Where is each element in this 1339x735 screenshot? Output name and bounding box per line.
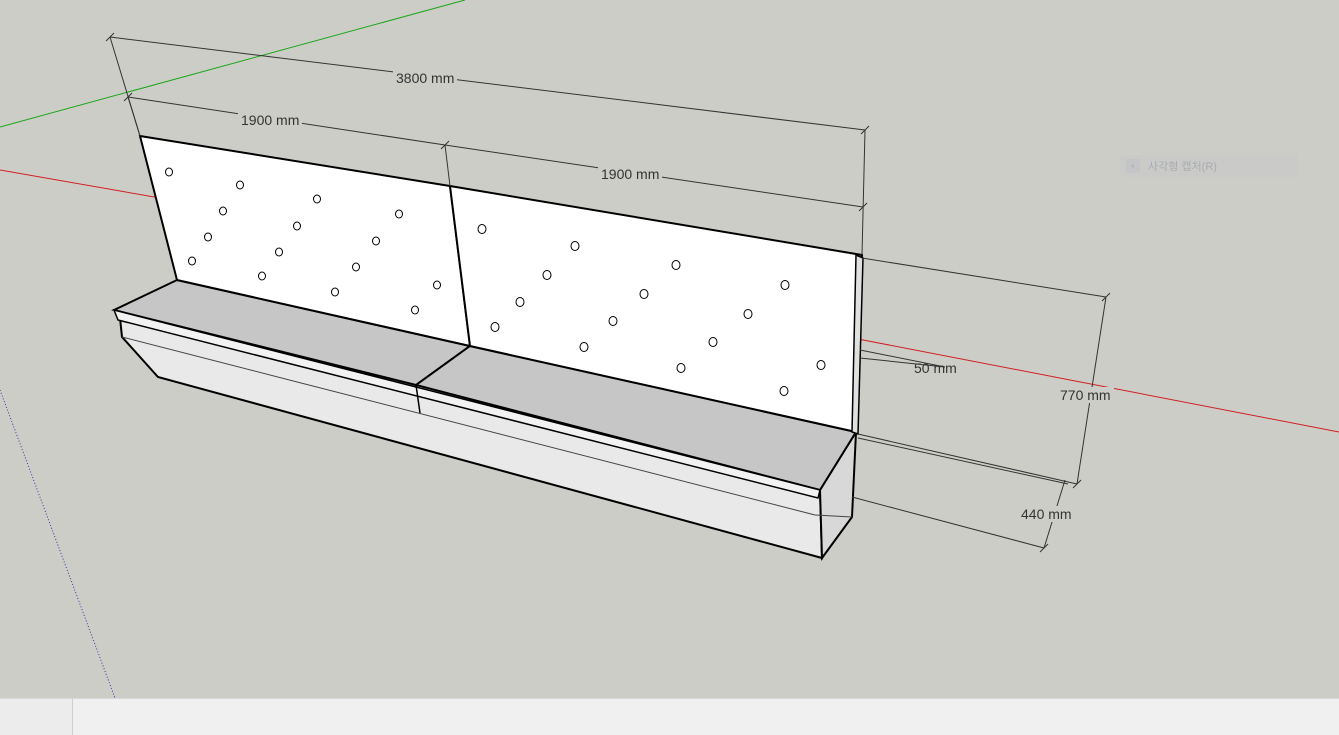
- green-axis: [0, 0, 466, 128]
- capture-icon: ▪: [1126, 159, 1140, 173]
- dim-right-module[interactable]: 1900 mm: [598, 166, 663, 182]
- bench-base-edge2: [814, 514, 853, 518]
- tufting-buttons-right: [477, 224, 826, 396]
- status-bar-left-panel[interactable]: [0, 699, 73, 735]
- red-axis-right: [857, 338, 1339, 433]
- capture-tooltip-label: 사각형 캡처(R): [1148, 161, 1217, 173]
- bench-base-edge: [121, 336, 816, 516]
- capture-tooltip[interactable]: ▪ 사각형 캡처(R): [1120, 155, 1298, 177]
- blue-axis: [0, 389, 116, 698]
- tufting-buttons-left: [165, 167, 441, 315]
- dim-left-module[interactable]: 1900 mm: [238, 112, 303, 128]
- red-axis: [0, 169, 161, 199]
- model-canvas[interactable]: [0, 0, 1339, 698]
- dim-seat-height[interactable]: 440 mm: [1018, 506, 1075, 522]
- model-viewport[interactable]: 3800 mm 1900 mm 1900 mm 50 mm 770 mm 440…: [0, 0, 1339, 698]
- dim-total-length[interactable]: 3800 mm: [393, 70, 458, 86]
- status-bar: [0, 698, 1339, 735]
- dim-back-offset[interactable]: 50 mm: [914, 360, 957, 376]
- dim-back-height[interactable]: 770 mm: [1057, 387, 1114, 403]
- seat-split-line: [415, 384, 421, 414]
- seat-front-lip: [112, 308, 821, 499]
- status-bar-text: [73, 699, 1339, 735]
